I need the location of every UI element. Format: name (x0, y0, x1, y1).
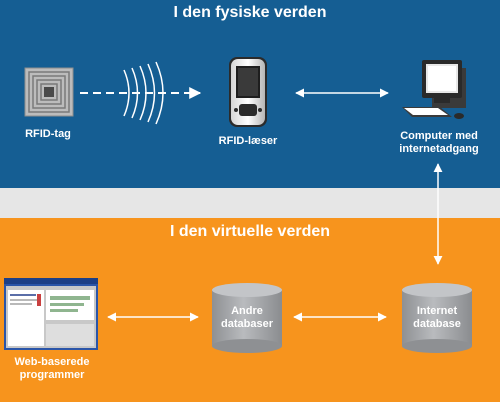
rfid-tag-label: RFID-tag (25, 128, 71, 140)
other-databases-label-line-1: Andre (231, 305, 263, 317)
physical-world-heading: I den fysiske verden (173, 4, 327, 21)
browser-window-icon (4, 278, 98, 350)
radio-waves-icon (123, 61, 164, 125)
handheld-reader-icon (229, 57, 267, 127)
computer-label: Computer med internetadgang (380, 130, 498, 156)
database-cylinder-icon (402, 283, 472, 353)
desktop-computer-icon (402, 60, 466, 119)
web-programs-label: Web-baserede programmer (0, 356, 104, 382)
web-programs-label-line-1: Web-baserede (14, 356, 90, 368)
internet-database-label-line-1: Internet (416, 305, 458, 317)
internet-database-label-line-2: database (413, 318, 461, 330)
virtual-world-heading: I den virtuelle verden (169, 223, 331, 240)
separator-band (0, 188, 500, 218)
other-databases-label-line-2: databaser (221, 318, 273, 330)
computer-label-line-2: internetadgang (399, 143, 479, 155)
rfid-tag-icon (24, 67, 74, 117)
internet-database-label: Internet database (402, 305, 472, 331)
database-cylinder-icon (212, 283, 282, 353)
rfid-reader-label: RFID-læser (218, 135, 278, 147)
other-databases-label: Andre databaser (212, 305, 282, 331)
computer-label-line-1: Computer med (400, 130, 478, 142)
web-programs-label-line-2: programmer (19, 369, 85, 381)
